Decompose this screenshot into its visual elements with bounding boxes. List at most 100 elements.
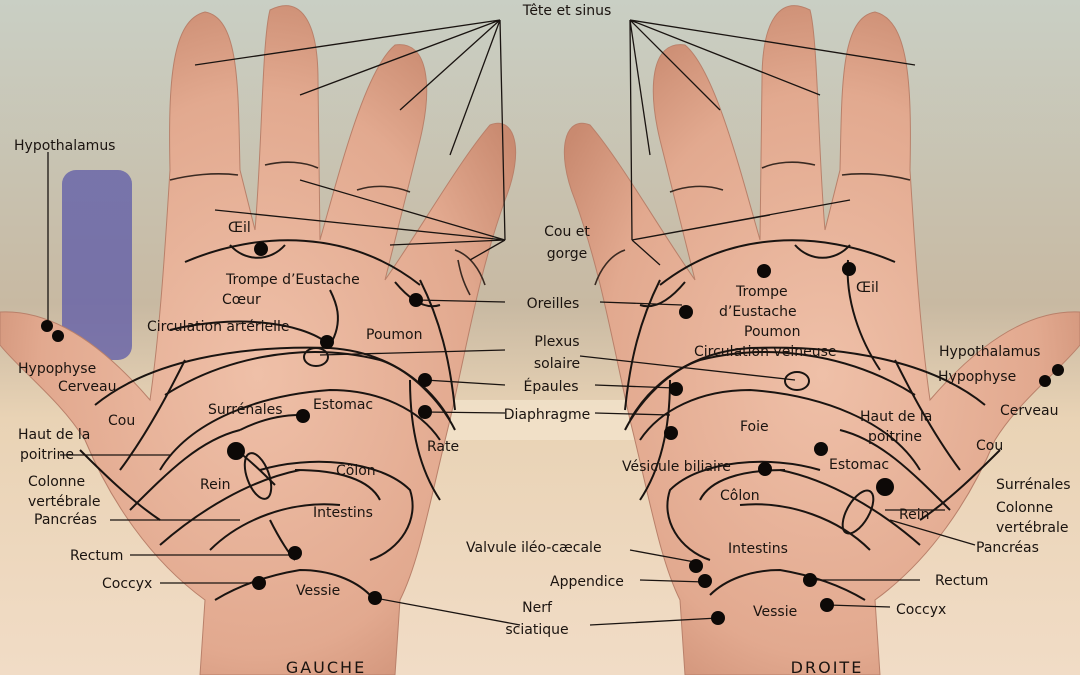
point-oreilles-left [409, 293, 423, 307]
label-diaphragme: Diaphragme [504, 407, 590, 423]
point-estomac-left [296, 409, 310, 423]
leader-lines [47, 19, 976, 626]
label-vessie-right: Vessie [753, 604, 797, 620]
point-valvule-right [689, 559, 703, 573]
right-hand-creases [594, 161, 911, 286]
label-rein-right: Rein [899, 507, 929, 523]
label-cou-gorge-line2: gorge [547, 246, 587, 262]
label-plexus-line1: Plexus [534, 334, 579, 350]
label-surrenales-left: Surrénales [208, 402, 283, 418]
left-hand-creases [169, 161, 486, 296]
label-colonne-right-line1: Colonne [996, 500, 1053, 516]
label-haut-poitrine-right-line2: poitrine [868, 429, 922, 445]
label-haut-poitrine-left-line1: Haut de la [18, 427, 90, 443]
label-cou-right: Cou [976, 438, 1003, 454]
label-hypothalamus-right: Hypothalamus [939, 344, 1040, 360]
label-colonne-left-line2: vertébrale [28, 494, 100, 510]
label-hypophyse-right: Hypophyse [938, 369, 1016, 385]
point-surrenales-left [227, 442, 245, 460]
label-plexus-line2: solaire [534, 356, 580, 372]
point-coccyx-left [252, 576, 266, 590]
label-estomac-left: Estomac [313, 397, 373, 413]
point-trompe-right [757, 264, 771, 278]
label-valvule: Valvule iléo-cæcale [466, 540, 602, 556]
label-rectum-right: Rectum [935, 573, 988, 589]
point-diaphragme-left [418, 405, 432, 419]
left-kidney-shape [243, 452, 273, 500]
label-haut-poitrine-right-line1: Haut de la [860, 409, 932, 425]
label-poumon-left: Poumon [366, 327, 422, 343]
point-estomac-right [814, 442, 828, 456]
right-hand [563, 5, 1080, 675]
label-colonne-right-line2: vertébrale [996, 520, 1068, 536]
label-rate: Rate [427, 439, 459, 455]
point-hypothalamus-right [1052, 364, 1064, 376]
label-intestins-right: Intestins [728, 541, 788, 557]
label-trompe-right-line1: Trompe [735, 284, 788, 300]
point-hypothalamus-left [41, 320, 53, 332]
label-pancreas-right: Pancréas [976, 540, 1039, 556]
right-kidney-shape [841, 489, 875, 535]
label-nerf-line2: sciatique [505, 622, 568, 638]
label-cou-left: Cou [108, 413, 135, 429]
point-vesicule-right [758, 462, 772, 476]
point-rectum-left [288, 546, 302, 560]
point-epaules-left [418, 373, 432, 387]
label-trompe-right-line2: d’Eustache [719, 304, 797, 320]
point-rectum-right [803, 573, 817, 587]
label-coccyx-right: Coccyx [896, 602, 946, 618]
label-oreilles: Oreilles [527, 296, 580, 312]
label-nerf-line1: Nerf [522, 600, 553, 616]
point-hypophyse-left [52, 330, 64, 342]
label-coccyx-left: Coccyx [102, 576, 152, 592]
label-haut-poitrine-left-line2: poitrine [20, 447, 74, 463]
label-pancreas-left: Pancréas [34, 512, 97, 528]
label-surrenales-right: Surrénales [996, 477, 1071, 493]
label-hypophyse-left: Hypophyse [18, 361, 96, 377]
point-appendice-right [698, 574, 712, 588]
point-diaphragme-right [664, 426, 678, 440]
label-colon-left: Côlon [336, 463, 376, 479]
label-cerveau-left: Cerveau [58, 379, 117, 395]
point-epaules-right [669, 382, 683, 396]
label-foie: Foie [740, 419, 769, 435]
label-gauche: GAUCHE [286, 658, 366, 675]
label-colon-right: Côlon [720, 488, 760, 504]
right-solar-plexus-oval [784, 371, 810, 391]
label-cerveau-right: Cerveau [1000, 403, 1059, 419]
label-tete-sinus: Tête et sinus [522, 3, 612, 19]
label-vessie-left: Vessie [296, 583, 340, 599]
label-cou-gorge-line1: Cou et [544, 224, 590, 240]
label-droite: DROITE [791, 658, 864, 675]
point-surrenales-right [876, 478, 894, 496]
label-colonne-left-line1: Colonne [28, 474, 85, 490]
point-oreilles-right [679, 305, 693, 319]
point-sciatique-left [368, 591, 382, 605]
left-solar-plexus-oval [303, 347, 329, 367]
label-poumon-right: Poumon [744, 324, 800, 340]
point-oeil-left [254, 242, 268, 256]
label-oeil-left: Œil [228, 220, 251, 236]
label-coeur-left: Cœur [222, 292, 261, 308]
label-rectum-left: Rectum [70, 548, 123, 564]
label-vesicule: Vésicule biliaire [622, 459, 731, 475]
point-hypophyse-right [1039, 375, 1051, 387]
background-blur-object [62, 170, 132, 360]
point-oeil-right [842, 262, 856, 276]
label-trompe-left: Trompe d’Eustache [225, 272, 360, 288]
labels: Tête et sinus Hypothalamus Hypophyse Cer… [14, 3, 1071, 675]
label-appendice: Appendice [550, 574, 624, 590]
background-light-band [440, 400, 660, 440]
point-coccyx-right [820, 598, 834, 612]
reflex-points [41, 242, 1064, 625]
point-sciatique-right [711, 611, 725, 625]
label-circulation-arterielle: Circulation artérielle [147, 319, 290, 335]
label-intestins-left: Intestins [313, 505, 373, 521]
label-estomac-right: Estomac [829, 457, 889, 473]
label-circulation-veineuse: Circulation veineuse [694, 344, 836, 360]
left-hand [0, 5, 517, 675]
point-coeur-left [320, 335, 334, 349]
label-rein-left: Rein [200, 477, 230, 493]
